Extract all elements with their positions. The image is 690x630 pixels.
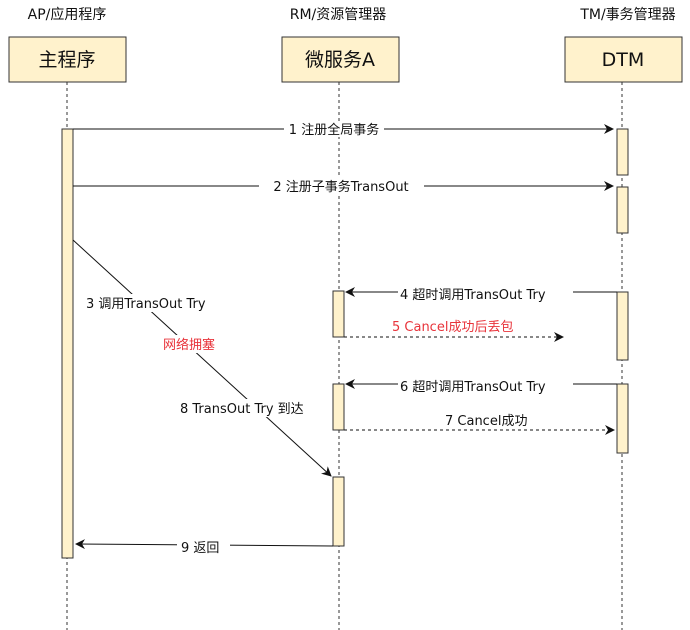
participant-service-a: 微服务A	[305, 49, 375, 71]
role-rm: RM/资源管理器	[290, 7, 387, 23]
participant-box-dtm	[564, 36, 683, 83]
activation-dtm-1	[616, 128, 629, 176]
activation-service-a-3	[332, 476, 345, 547]
participant-box-service-a	[281, 36, 400, 83]
activation-service-a-2	[332, 383, 345, 431]
congestion-annotation: 网络拥塞	[163, 337, 215, 353]
message-label-2: 2 注册子事务TransOut	[273, 179, 408, 195]
activation-service-a-1	[332, 290, 345, 338]
message-label-4: 4 超时调用TransOut Try	[400, 288, 546, 303]
message-label-8: 8 TransOut Try 到达	[180, 402, 304, 417]
message-label-1: 1 注册全局事务	[289, 122, 379, 138]
role-tm: TM/事务管理器	[579, 7, 675, 23]
message-arrow-3-8	[72, 239, 332, 477]
activation-dtm-4	[616, 383, 629, 454]
participant-main: 主程序	[38, 49, 95, 71]
activation-dtm-3	[616, 291, 629, 361]
participant-dtm: DTM	[602, 49, 645, 71]
role-ap: AP/应用程序	[28, 6, 107, 23]
message-label-7: 7 Cancel成功	[445, 414, 527, 429]
activation-dtm-2	[616, 186, 629, 234]
message-label-6: 6 超时调用TransOut Try	[400, 380, 546, 395]
message-label-5: 5 Cancel成功后丢包	[392, 320, 513, 335]
message-label-3: 3 调用TransOut Try	[86, 297, 206, 312]
participant-box-main	[8, 36, 127, 83]
message-label-9: 9 返回	[181, 541, 219, 556]
activation-main	[61, 128, 74, 559]
